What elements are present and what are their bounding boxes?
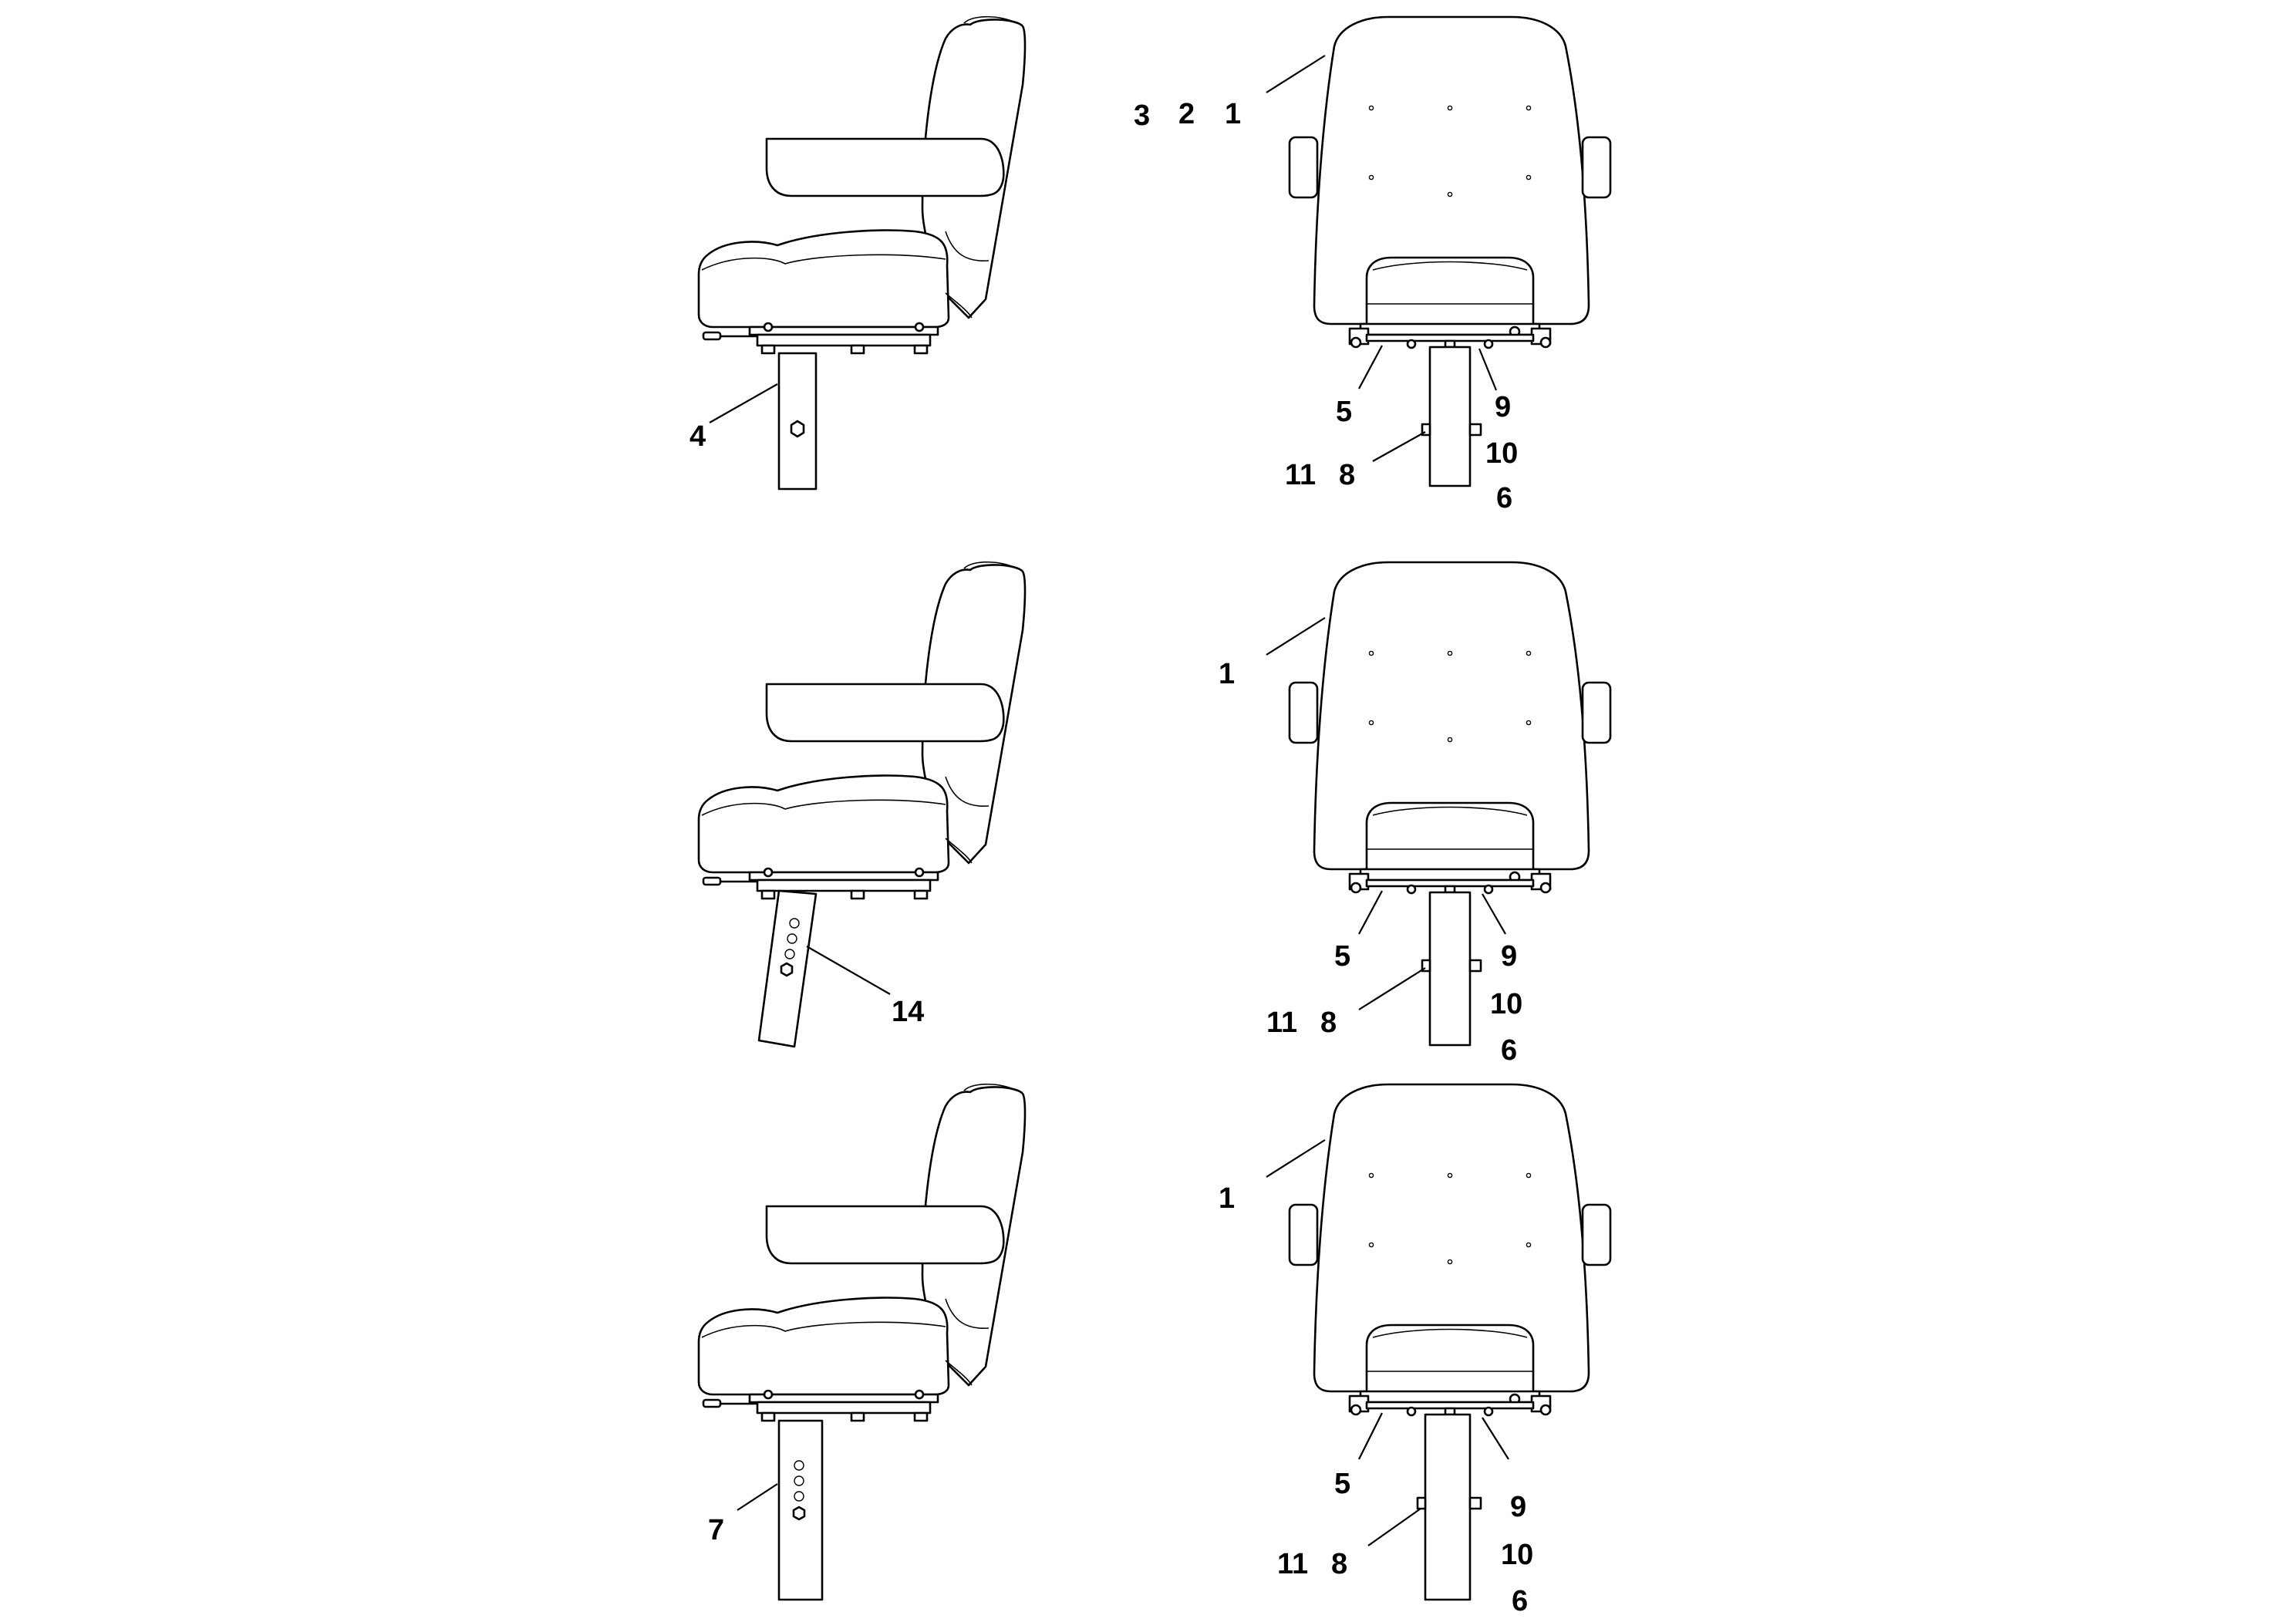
callout-side-2: 14 [892,996,924,1028]
callout-rear-1-h: 8 [1339,459,1355,491]
callout-rear-1-a: 3 [1134,99,1150,132]
callout-rear-2-b: 5 [1334,940,1350,973]
callout-rear-2-g: 6 [1501,1034,1517,1067]
callout-rear-3-a: 1 [1219,1182,1235,1215]
callout-rear-3-g: 6 [1512,1585,1528,1617]
callout-rear-2-f: 8 [1320,1007,1337,1039]
callout-rear-2-a: 1 [1219,658,1235,690]
side-view-1 [697,15,1027,491]
callout-rear-1-d: 5 [1336,396,1352,428]
callout-side-3: 7 [708,1514,724,1546]
side-view-2 [697,561,1027,1048]
callout-rear-3-f: 8 [1331,1548,1347,1580]
callout-rear-1-c: 1 [1225,98,1241,130]
callout-rear-1-g: 11 [1285,459,1316,491]
side-view-3 [697,1083,1027,1601]
callout-rear-1-e: 9 [1495,391,1511,423]
rear-view-3 [1266,1083,1612,1601]
callout-rear-3-c: 9 [1510,1491,1526,1523]
callout-rear-1-i: 6 [1496,482,1512,514]
callout-rear-1-f: 10 [1485,437,1518,470]
callout-rear-1-b: 2 [1178,98,1195,130]
callout-rear-2-c: 9 [1501,940,1517,973]
callout-rear-3-e: 11 [1277,1548,1308,1580]
callout-rear-3-b: 5 [1334,1468,1350,1500]
rear-view-1 [1266,15,1612,487]
rear-view-2 [1266,561,1612,1047]
callout-rear-3-d: 10 [1501,1539,1533,1571]
callout-rear-2-e: 11 [1266,1007,1297,1039]
callout-side-1: 4 [689,420,706,453]
callout-rear-2-d: 10 [1490,988,1522,1020]
